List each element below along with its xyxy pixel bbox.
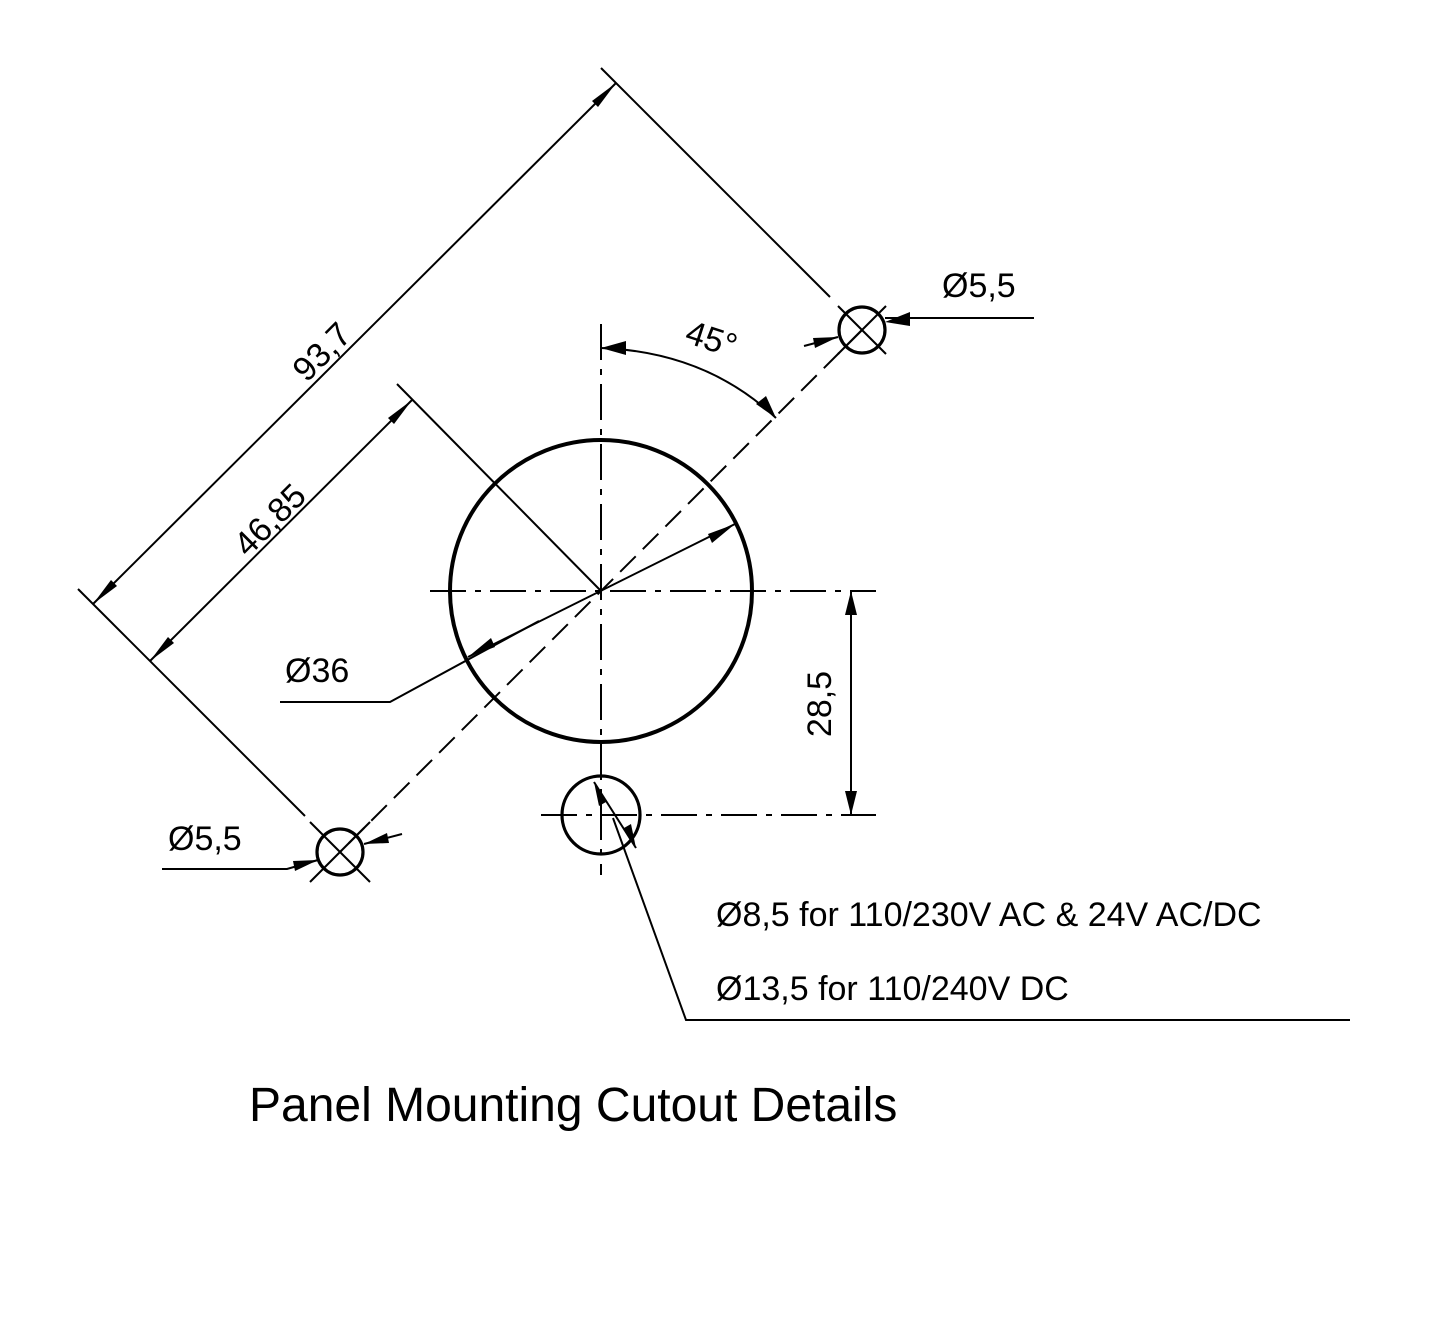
extension-line-top — [600, 67, 831, 298]
small-hole — [541, 774, 876, 856]
arrow-angle-right — [756, 396, 776, 418]
arrow-angle-left — [601, 341, 626, 355]
note-small-hole-ac: Ø8,5 for 110/230V AC & 24V AC/DC — [716, 896, 1262, 934]
dim-label-46-85: 46,85 — [227, 477, 314, 564]
dim-line-93-7 — [92, 82, 617, 605]
dim-label-5-5-bottom: Ø5,5 — [168, 820, 242, 858]
arrow-36-left — [468, 638, 495, 657]
arrow-5-5-bottom-right — [364, 833, 389, 844]
dim-label-5-5-top: Ø5,5 — [942, 267, 1016, 305]
arrow-28-5-bottom — [845, 791, 857, 815]
arrow-28-5-top — [845, 591, 857, 615]
arrow-36-right — [708, 524, 735, 543]
arrow-small-hole-bottom — [624, 824, 636, 848]
dim-line-46-85 — [149, 399, 413, 662]
dim-label-28-5: 28,5 — [801, 671, 839, 737]
extension-line-bottom — [77, 588, 306, 817]
arrow-46-85-bottom — [150, 637, 174, 661]
angle-arc-45 — [600, 347, 777, 419]
arrow-93-7-top — [592, 83, 616, 107]
arrow-5-5-bottom-left — [293, 860, 318, 871]
arrow-5-5-top-left — [813, 337, 838, 348]
arrow-93-7-bottom — [93, 580, 117, 604]
dim-label-93-7: 93,7 — [285, 315, 359, 389]
extension-line-center — [396, 383, 602, 592]
arrow-5-5-top-right — [885, 312, 910, 326]
drawing-title: Panel Mounting Cutout Details — [249, 1079, 897, 1132]
leader-small-hole-line — [612, 817, 1350, 1021]
leader-36-label-line — [280, 620, 540, 703]
leader-small-hole — [593, 781, 637, 849]
arrow-small-hole-top — [594, 782, 606, 806]
dim-label-36-diameter: Ø36 — [285, 652, 349, 690]
dim-label-45-degrees: 45° — [681, 314, 742, 366]
mount-hole-top — [837, 305, 887, 355]
mount-hole-bottom — [309, 821, 371, 883]
arrow-46-85-top — [388, 400, 412, 424]
note-small-hole-dc: Ø13,5 for 110/240V DC — [716, 970, 1069, 1008]
